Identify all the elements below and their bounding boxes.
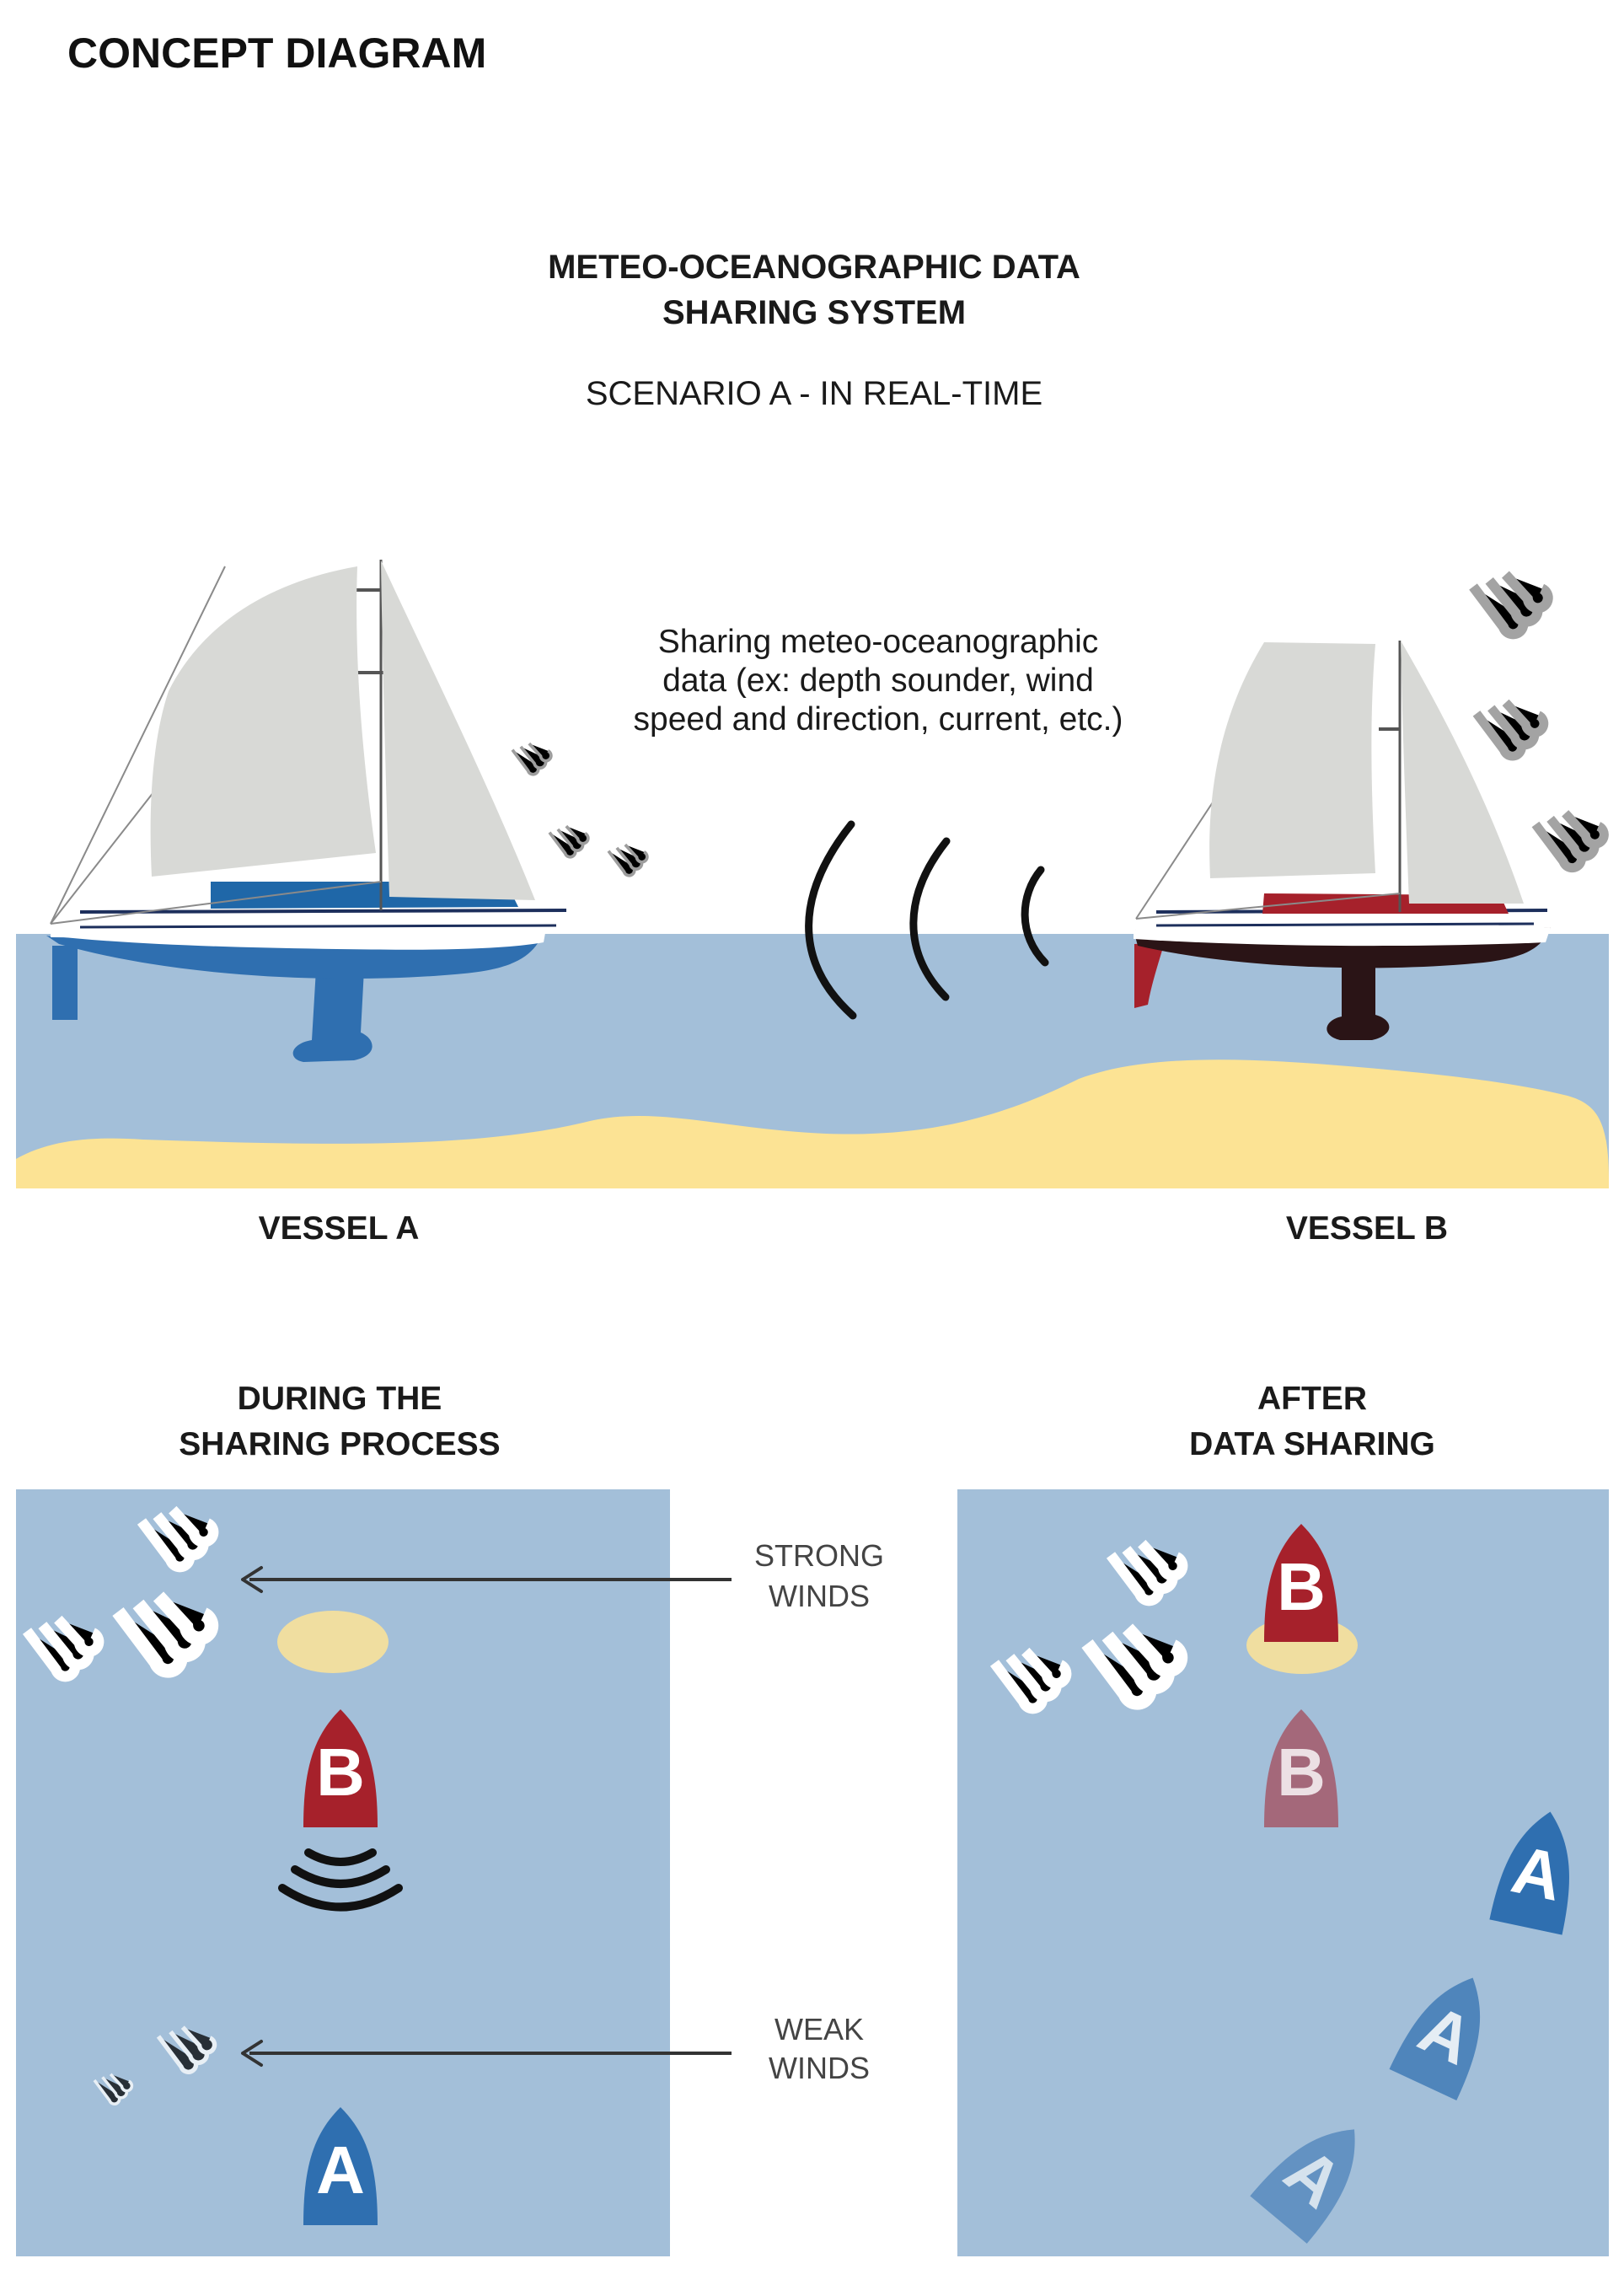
left-panel-title-line-2: SHARING PROCESS (179, 1426, 500, 1462)
weak-winds-arrow (241, 2040, 732, 2067)
weak-winds-label-line-1: WEAK (774, 2012, 864, 2046)
marker-b-ghost-label: B (1277, 1735, 1326, 1810)
sharing-note-line-2: data (ex: depth sounder, wind (662, 662, 1094, 699)
sandbank-hazard (277, 1611, 389, 1673)
strong-winds-arrow (241, 1566, 732, 1593)
marker-b-label: B (316, 1735, 365, 1810)
panel-after-sharing: B B A A A (957, 1489, 1609, 2256)
wind-icon (511, 742, 553, 776)
wind-icon (548, 824, 590, 859)
vessel-a-label: VESSEL A (259, 1210, 420, 1247)
sandbank (16, 1059, 1609, 1188)
marker-b-label: B (1277, 1549, 1326, 1624)
vessel-b-sailboat-icon (1134, 641, 1551, 1040)
weak-winds-label-line-2: WINDS (769, 2051, 870, 2085)
broadcast-waves-icon (278, 1848, 403, 1912)
signal-waves-icon (805, 820, 1049, 1020)
vessel-a-sailboat-icon (46, 560, 573, 1062)
corner-title: CONCEPT DIAGRAM (67, 30, 486, 77)
marker-a-label: A (316, 2132, 365, 2207)
strong-winds-label-line-2: WINDS (769, 1579, 870, 1613)
wind-icon (1473, 575, 1548, 635)
panel-during-sharing: B A (16, 1489, 670, 2256)
scenario-subtitle: SCENARIO A - IN REAL-TIME (586, 375, 1042, 412)
wind-icon (1477, 702, 1544, 756)
strong-winds-label-line-1: STRONG (754, 1538, 884, 1573)
right-panel-title-line-1: AFTER (1257, 1381, 1367, 1417)
left-panel-title-line-1: DURING THE (238, 1381, 442, 1417)
right-panel-title-line-2: DATA SHARING (1189, 1426, 1435, 1462)
vessel-b-label: VESSEL B (1286, 1210, 1448, 1247)
wind-icons-top (511, 742, 649, 877)
wind-icon (1536, 813, 1604, 868)
wind-icon (607, 843, 649, 877)
diagram-title-line-1: METEO-OCEANOGRAPHIC DATA (548, 249, 1080, 286)
diagram-title-line-2: SHARING SYSTEM (662, 294, 966, 331)
sharing-note-line-1: Sharing meteo-oceanographic (658, 624, 1099, 660)
sharing-note-line-3: speed and direction, current, etc.) (634, 701, 1123, 738)
